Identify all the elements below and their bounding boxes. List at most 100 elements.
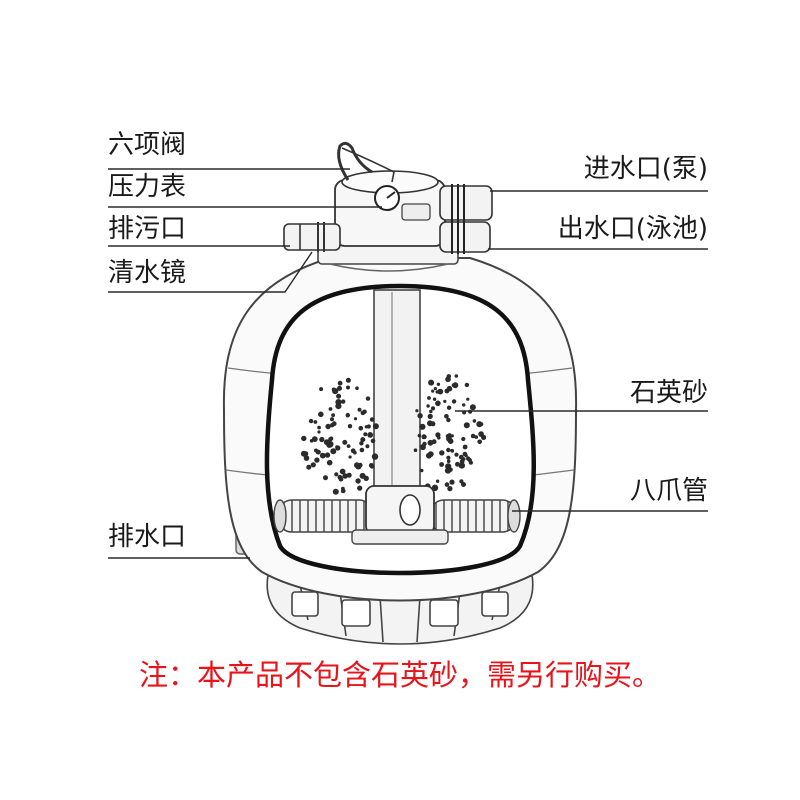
- sand-dot: [370, 438, 376, 444]
- sand-dot: [477, 439, 483, 445]
- sand-dot: [461, 436, 466, 442]
- sand-dot: [479, 422, 484, 427]
- sand-dot: [337, 474, 343, 480]
- sand-dot: [329, 423, 335, 428]
- sand-dot: [328, 407, 333, 411]
- sand-dot: [454, 452, 459, 457]
- sand-dot: [427, 439, 434, 446]
- sand-dot: [347, 424, 353, 429]
- sand-dot: [436, 382, 441, 386]
- sand-dot: [366, 424, 371, 429]
- sand-dot: [447, 438, 454, 445]
- quartz-sand-dots: [300, 374, 487, 495]
- sand-dot: [470, 433, 476, 439]
- sand-dot: [431, 389, 435, 393]
- sand-dot: [462, 403, 466, 407]
- sand-dot: [437, 388, 444, 395]
- sand-dot: [446, 447, 451, 453]
- sand-dot: [444, 482, 450, 487]
- sand-dot: [335, 399, 342, 406]
- sand-dot: [306, 464, 312, 470]
- sand-dot: [427, 420, 433, 427]
- sand-dot: [300, 450, 307, 457]
- sand-dot: [345, 412, 350, 418]
- sand-dot: [359, 447, 365, 453]
- sand-dot: [468, 460, 473, 465]
- sand-dot: [337, 385, 342, 391]
- sand-dot: [326, 459, 333, 466]
- sand-dot: [346, 385, 350, 390]
- sand-dot: [446, 385, 453, 392]
- sand-dot: [359, 472, 366, 479]
- sand-dot: [452, 382, 459, 389]
- sand-dot: [371, 453, 379, 460]
- sand-dot: [360, 437, 366, 443]
- leader-line-sight-glass: [108, 251, 313, 293]
- sand-dot: [341, 399, 346, 404]
- sand-dot: [437, 435, 441, 440]
- sand-dot: [355, 386, 359, 391]
- label-inlet: 进水口(泵): [583, 154, 708, 184]
- sand-dot: [459, 479, 464, 484]
- sand-dot: [315, 449, 321, 455]
- sand-dot: [451, 399, 457, 404]
- sand-dot: [313, 420, 318, 424]
- sand-dot: [357, 485, 363, 491]
- sand-dot: [422, 441, 427, 447]
- sand-dot: [324, 452, 331, 458]
- sand-dot: [303, 455, 310, 461]
- sand-dot: [310, 462, 316, 468]
- sand-dot: [339, 468, 346, 475]
- sand-dot: [362, 409, 367, 414]
- label-quartz-sand: 石英砂: [629, 378, 708, 408]
- sand-dot: [464, 382, 470, 388]
- sand-dot: [341, 488, 346, 494]
- sand-dot: [370, 464, 375, 469]
- sand-dot: [311, 436, 318, 442]
- sand-dot: [357, 407, 362, 412]
- sand-dot: [332, 488, 339, 495]
- sand-dot: [336, 393, 342, 399]
- sand-dot: [348, 455, 352, 459]
- sand-dot: [417, 413, 423, 419]
- sand-dot: [354, 462, 360, 469]
- sand-dot: [319, 387, 324, 392]
- sand-dot: [454, 374, 459, 378]
- sand-dot: [346, 472, 352, 478]
- sand-dot: [353, 450, 357, 455]
- sand-dot: [417, 433, 422, 438]
- sand-dot: [450, 448, 455, 453]
- sand-dot: [462, 444, 468, 450]
- sand-dot: [342, 474, 346, 478]
- sand-dot: [419, 423, 426, 430]
- sand-dot: [415, 409, 419, 413]
- disclaimer-note: 注：本产品不包含石英砂，需另行购买。: [138, 658, 661, 692]
- sand-dot: [317, 425, 321, 430]
- lateral-pipes: [273, 485, 521, 545]
- sand-dot: [435, 479, 440, 483]
- sand-dot: [446, 459, 451, 464]
- sand-dot: [433, 387, 437, 391]
- sand-dot: [469, 404, 476, 411]
- sand-dot: [426, 452, 432, 459]
- sand-dot: [455, 461, 460, 467]
- sand-dot: [421, 434, 427, 440]
- sand-dot: [337, 380, 343, 386]
- sand-dot: [435, 390, 439, 394]
- sand-dot: [331, 413, 335, 418]
- sand-dot: [363, 432, 368, 437]
- sand-dot: [413, 448, 418, 453]
- multiport-valve: [283, 141, 493, 254]
- sand-dot: [446, 455, 451, 460]
- sand-dot: [446, 405, 452, 410]
- sand-dot: [323, 475, 328, 481]
- sand-dot: [435, 400, 441, 407]
- label-drain-outlet: 排水口: [108, 522, 187, 552]
- sand-dot: [447, 433, 452, 438]
- sand-dot: [369, 417, 375, 422]
- sand-dot: [308, 418, 314, 424]
- leader-lines: [108, 168, 708, 559]
- sand-dot: [427, 413, 433, 419]
- sand-dot: [314, 457, 320, 463]
- sand-dot: [319, 452, 326, 459]
